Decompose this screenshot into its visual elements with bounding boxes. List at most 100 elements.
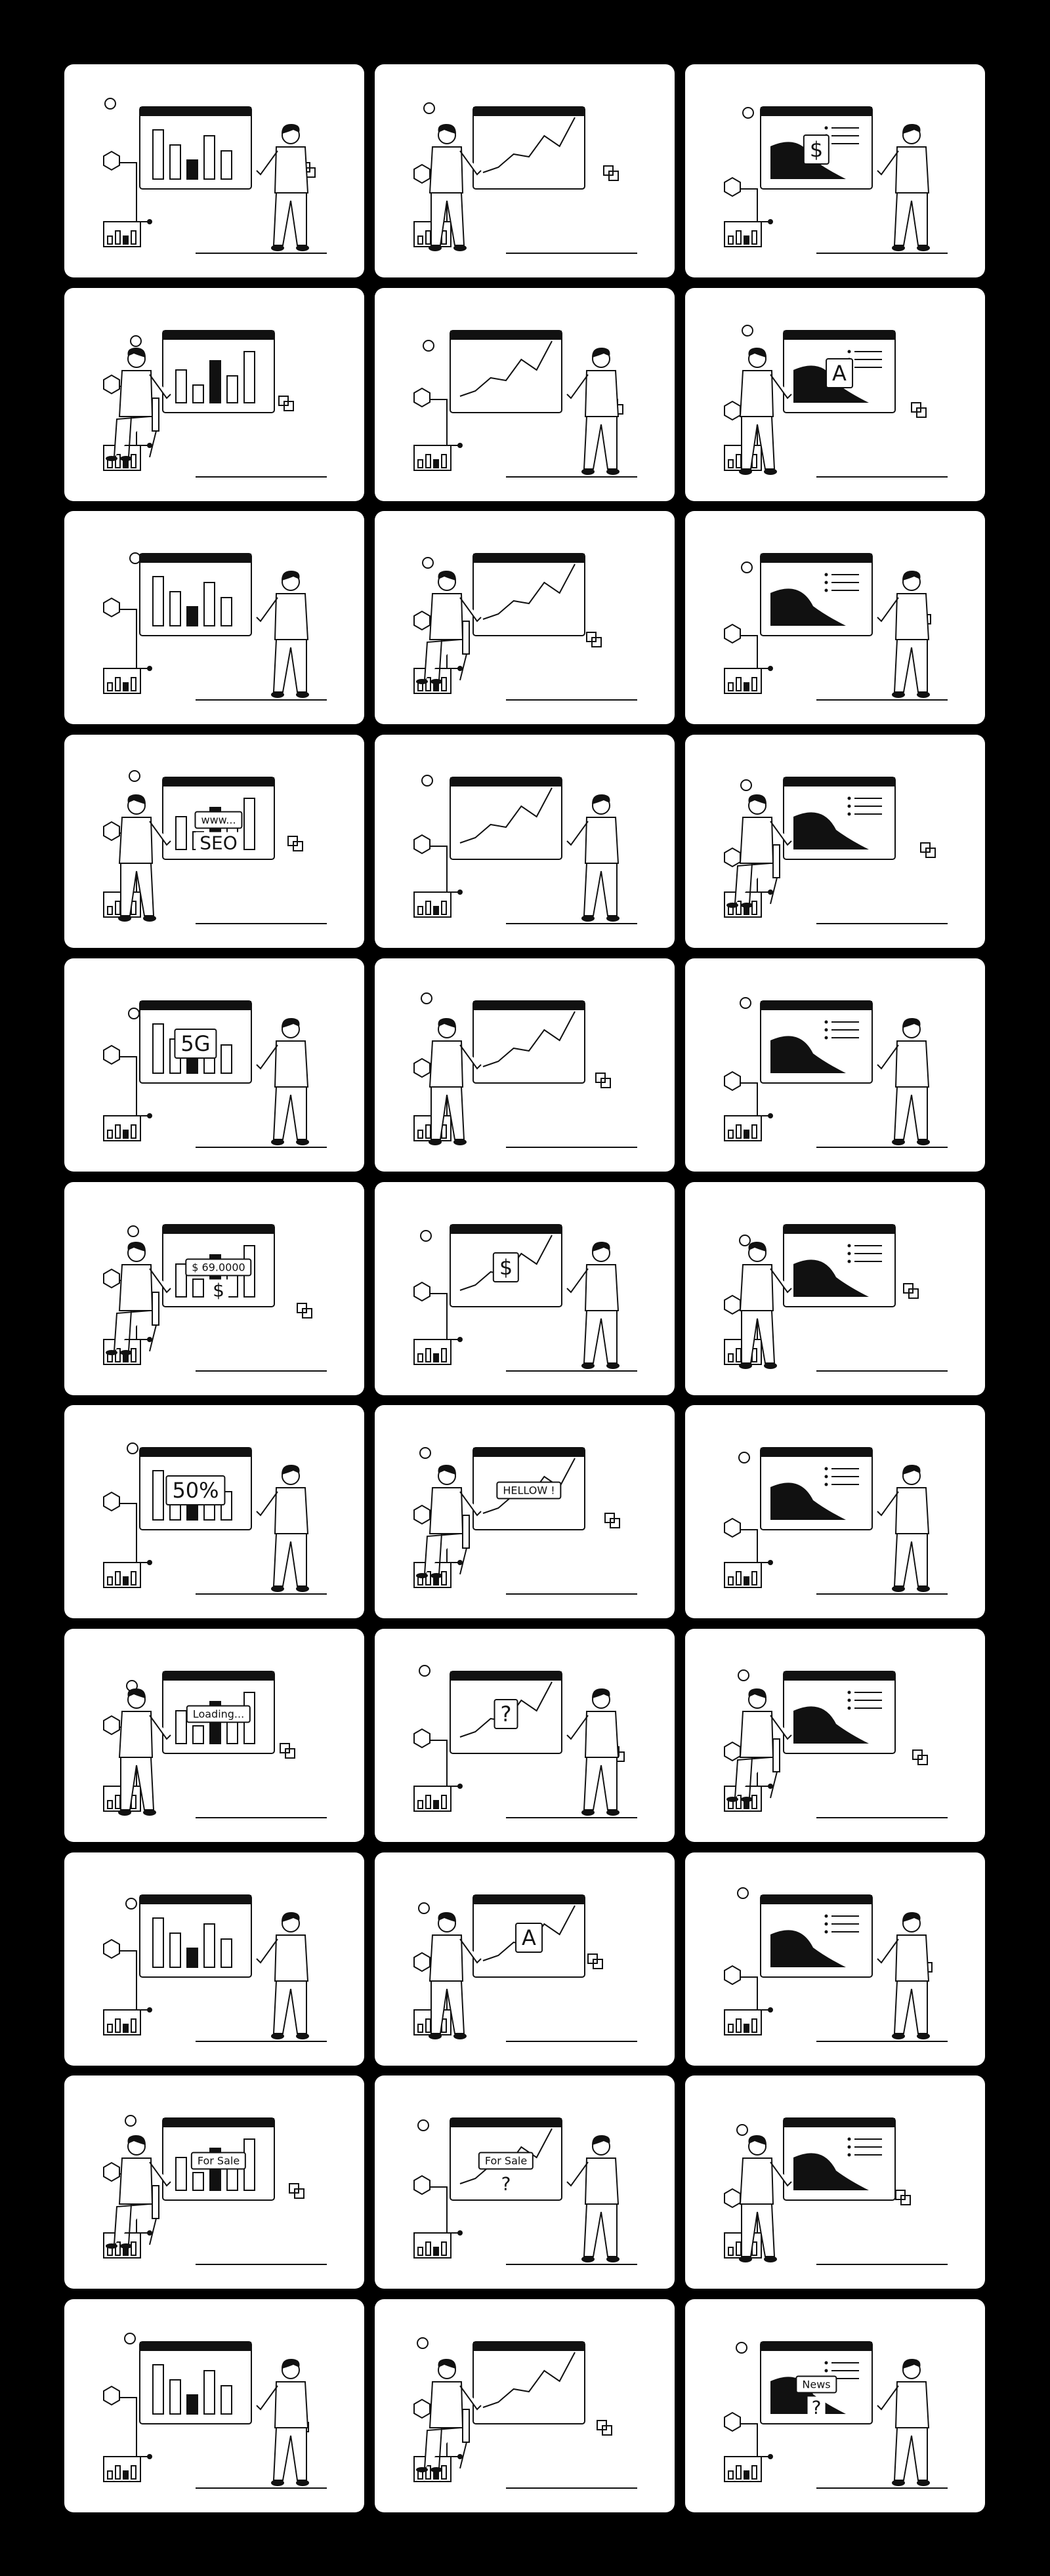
- screen-window: [139, 2341, 252, 2424]
- mini-bar: [417, 459, 423, 468]
- decor-circle: [736, 2124, 748, 2136]
- illustration-card-mobile-charging-battery: 50%: [64, 1405, 364, 1619]
- illustration-text: $: [492, 1252, 520, 1282]
- chart-line: [482, 117, 576, 173]
- illustration-text: $: [803, 134, 830, 165]
- mini-bar: [115, 1347, 121, 1362]
- person-hair: [902, 1017, 921, 1028]
- cube-icon: [724, 1965, 741, 1985]
- window-titlebar: [450, 1671, 562, 1681]
- chart-bar: [220, 150, 232, 180]
- shoe: [892, 2032, 905, 2039]
- connector-line: [430, 2186, 460, 2234]
- list-bullet: [824, 588, 828, 592]
- mini-bar: [751, 1571, 757, 1586]
- person-hair: [282, 2358, 300, 2369]
- chart-bar: [226, 375, 238, 403]
- image-blob: [770, 1929, 846, 1967]
- chart-bar: [186, 159, 198, 180]
- screen-window: [139, 553, 252, 637]
- shoe: [741, 1796, 753, 1802]
- person-figure: [256, 123, 309, 251]
- chart-line: [482, 563, 576, 621]
- list-bullet: [824, 1467, 828, 1471]
- chart-bar: [209, 359, 221, 403]
- person-figure: [739, 1241, 792, 1369]
- presentation-woman-screen-illustration: [103, 98, 327, 254]
- illustration-text: 50%: [165, 1475, 226, 1506]
- mini-bar: [728, 682, 734, 692]
- person-arm: [877, 597, 899, 623]
- mini-bar: [433, 1353, 439, 1362]
- mini-bar: [123, 2023, 129, 2033]
- connector-dot: [457, 442, 463, 448]
- illustration-card-architect-building-plan: [685, 2075, 985, 2289]
- person-torso: [894, 1487, 930, 1535]
- decor-circle: [740, 996, 751, 1009]
- chart-bar: [152, 1023, 164, 1074]
- screen-window: [783, 1223, 896, 1307]
- person-figure: [106, 2135, 171, 2249]
- mini-bar: [131, 2018, 136, 2033]
- person-hair: [282, 1912, 300, 1922]
- mini-bar: [744, 235, 749, 245]
- chart-bar: [192, 384, 204, 403]
- mini-bar: [441, 1347, 447, 1362]
- mini-bar: [744, 682, 749, 692]
- mini-bar: [441, 2241, 447, 2257]
- person-figure: [106, 1241, 171, 1355]
- chart-bar: [175, 369, 187, 403]
- person-figure: [877, 1912, 930, 2039]
- mini-bar: [131, 453, 136, 468]
- person-torso: [274, 1934, 309, 1982]
- person-torso: [118, 817, 154, 865]
- decor-square: [925, 848, 936, 859]
- architect-building-plan-illustration: [724, 2117, 948, 2266]
- person-legs: [893, 1086, 928, 1140]
- person-legs: [272, 1086, 307, 1140]
- screen-window: [472, 553, 585, 637]
- person-torso: [584, 1710, 620, 1758]
- person-figure: [877, 1465, 930, 1593]
- list-bullet: [847, 1244, 851, 1247]
- connector-line: [119, 162, 150, 222]
- connector-dot: [768, 1113, 773, 1118]
- chatbot-mobile-illustration: [413, 1447, 637, 1595]
- image-blob: [793, 1259, 869, 1297]
- person-figure: [739, 347, 792, 475]
- shoe: [739, 1362, 752, 1369]
- window-titlebar: [761, 1894, 872, 1904]
- decor-circle: [125, 2115, 136, 2127]
- person-figure: [106, 347, 171, 461]
- decor-circle: [423, 102, 435, 114]
- person-torso: [894, 1934, 930, 1982]
- person-figure: [256, 1912, 309, 2039]
- illustration-text: ?: [494, 1698, 518, 1729]
- mini-bar: [417, 906, 423, 916]
- chair-leg: [459, 2442, 467, 2469]
- person-hair: [438, 571, 456, 581]
- list-bullet: [824, 2361, 828, 2365]
- mini-bar: [115, 2241, 121, 2257]
- person-torso: [894, 146, 930, 194]
- shoe: [106, 2243, 117, 2249]
- mini-bar: [107, 906, 113, 916]
- window-titlebar: [473, 1448, 585, 1458]
- mini-bar: [107, 1129, 113, 1139]
- window-titlebar: [761, 107, 872, 116]
- decor-circle: [417, 2119, 429, 2132]
- person-arm: [877, 1491, 899, 1517]
- mini-bar: [751, 2465, 757, 2480]
- person-torso: [584, 817, 620, 865]
- mini-bar: [433, 459, 439, 468]
- window-titlebar: [163, 2118, 274, 2128]
- person-torso: [429, 146, 464, 194]
- person-figure: [416, 1465, 482, 1579]
- image-blob: [793, 812, 869, 850]
- shoe: [429, 1138, 442, 1145]
- image-blob: [793, 2153, 869, 2191]
- illustration-card-news-broadcast-studio: News?: [685, 2299, 985, 2512]
- connector-dot: [457, 2454, 463, 2459]
- person-arm: [149, 374, 171, 399]
- person-arm: [566, 1267, 589, 1294]
